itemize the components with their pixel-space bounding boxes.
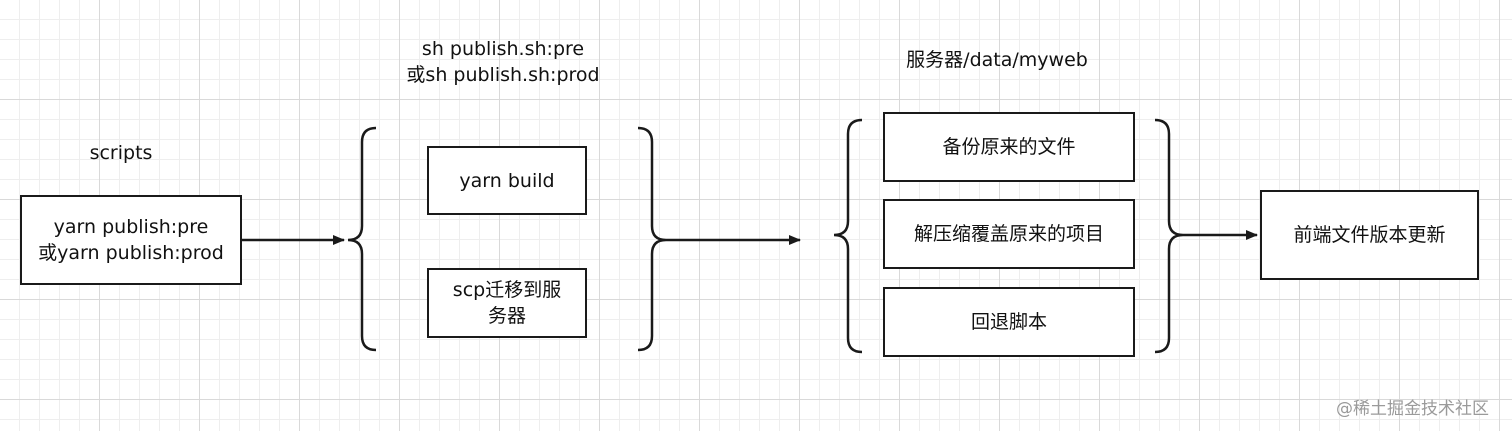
right-brace-build-group [637, 126, 667, 352]
yarn-publish-line-1: yarn publish:pre [53, 216, 209, 238]
unzip-label: 解压缩覆盖原来的项目 [913, 223, 1104, 245]
yarn-build-box: yarn build [427, 146, 587, 215]
left-brace-build-group [347, 126, 377, 352]
yarn-build-label: yarn build [459, 169, 555, 192]
unzip-box: 解压缩覆盖原来的项目 [883, 199, 1135, 269]
left-brace-server-group [833, 118, 863, 354]
shell-command-line-2: 或sh publish.sh:prod [406, 64, 600, 86]
frontend-update-label: 前端文件版本更新 [1293, 224, 1446, 246]
right-brace-server-group [1154, 118, 1184, 354]
rollback-label: 回退脚本 [970, 311, 1047, 333]
watermark: @稀土掘金技术社区 [1336, 399, 1489, 419]
scripts-label: scripts [89, 142, 153, 164]
backup-box: 备份原来的文件 [883, 112, 1135, 182]
scp-line-1: scp迁移到服 [452, 279, 562, 301]
backup-label: 备份原来的文件 [942, 136, 1076, 158]
yarn-publish-box: yarn publish:pre 或yarn publish:prod [20, 195, 242, 285]
scp-box: scp迁移到服 务器 [427, 268, 587, 338]
yarn-publish-line-2: 或yarn publish:prod [38, 242, 224, 264]
rollback-box: 回退脚本 [883, 287, 1135, 357]
server-path-label: 服务器/data/myweb [906, 49, 1088, 71]
frontend-update-box: 前端文件版本更新 [1260, 190, 1479, 280]
shell-command-label: sh publish.sh:pre 或sh publish.sh:prod [406, 36, 599, 88]
scp-line-2: 务器 [487, 305, 526, 327]
shell-command-line-1: sh publish.sh:pre [421, 38, 585, 60]
